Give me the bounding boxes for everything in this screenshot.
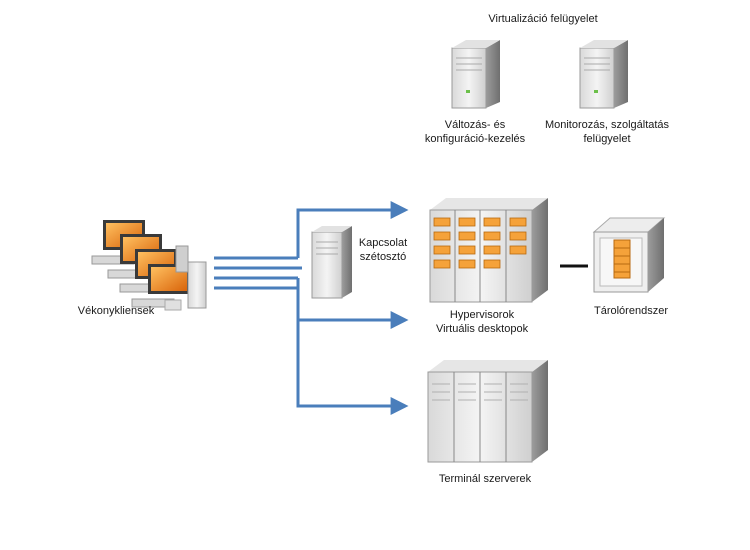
monitoring-service-label: Monitorozás, szolgáltatás felügyelet	[532, 118, 682, 146]
hypervisor-rack-icon	[429, 198, 548, 303]
monitoring-service-line2: felügyelet	[583, 133, 631, 145]
monitoring-server-icon	[579, 40, 628, 109]
thin-clients-icon	[91, 220, 207, 311]
hypervisors-label: Hypervisorok Virtuális desktopok	[422, 308, 542, 336]
hypervisors-line2: Virtuális desktopok	[435, 323, 529, 335]
monitoring-service-line1: Monitorozás, szolgáltatás	[544, 119, 670, 131]
connection-broker-line1: Kapcsolat	[358, 237, 408, 249]
connection-broker-server-icon	[311, 226, 352, 299]
arrow-to-hypervisors-top	[296, 201, 409, 258]
hypervisors-line1: Hypervisorok	[449, 309, 515, 321]
storage-system-icon	[592, 217, 666, 293]
connection-broker-line2: szétosztó	[359, 251, 407, 263]
change-config-line2: konfiguráció-kezelés	[424, 133, 526, 145]
arrow-to-terminal-servers	[296, 288, 409, 415]
change-config-label: Változás- és konfiguráció-kezelés	[416, 118, 534, 146]
connection-broker-label: Kapcsolat szétosztó	[352, 236, 414, 264]
virtualization-monitoring-title: Virtualizáció felügyelet	[488, 13, 598, 25]
storage-label: Tárolórendszer	[594, 305, 668, 317]
terminal-servers-rack-icon	[427, 360, 548, 463]
change-config-server-icon	[451, 40, 500, 109]
connection-lines	[214, 201, 409, 415]
thin-clients-label: Vékonykliensek	[77, 305, 155, 317]
terminal-servers-label: Terminál szerverek	[438, 473, 532, 485]
change-config-line1: Változás- és	[444, 119, 506, 131]
